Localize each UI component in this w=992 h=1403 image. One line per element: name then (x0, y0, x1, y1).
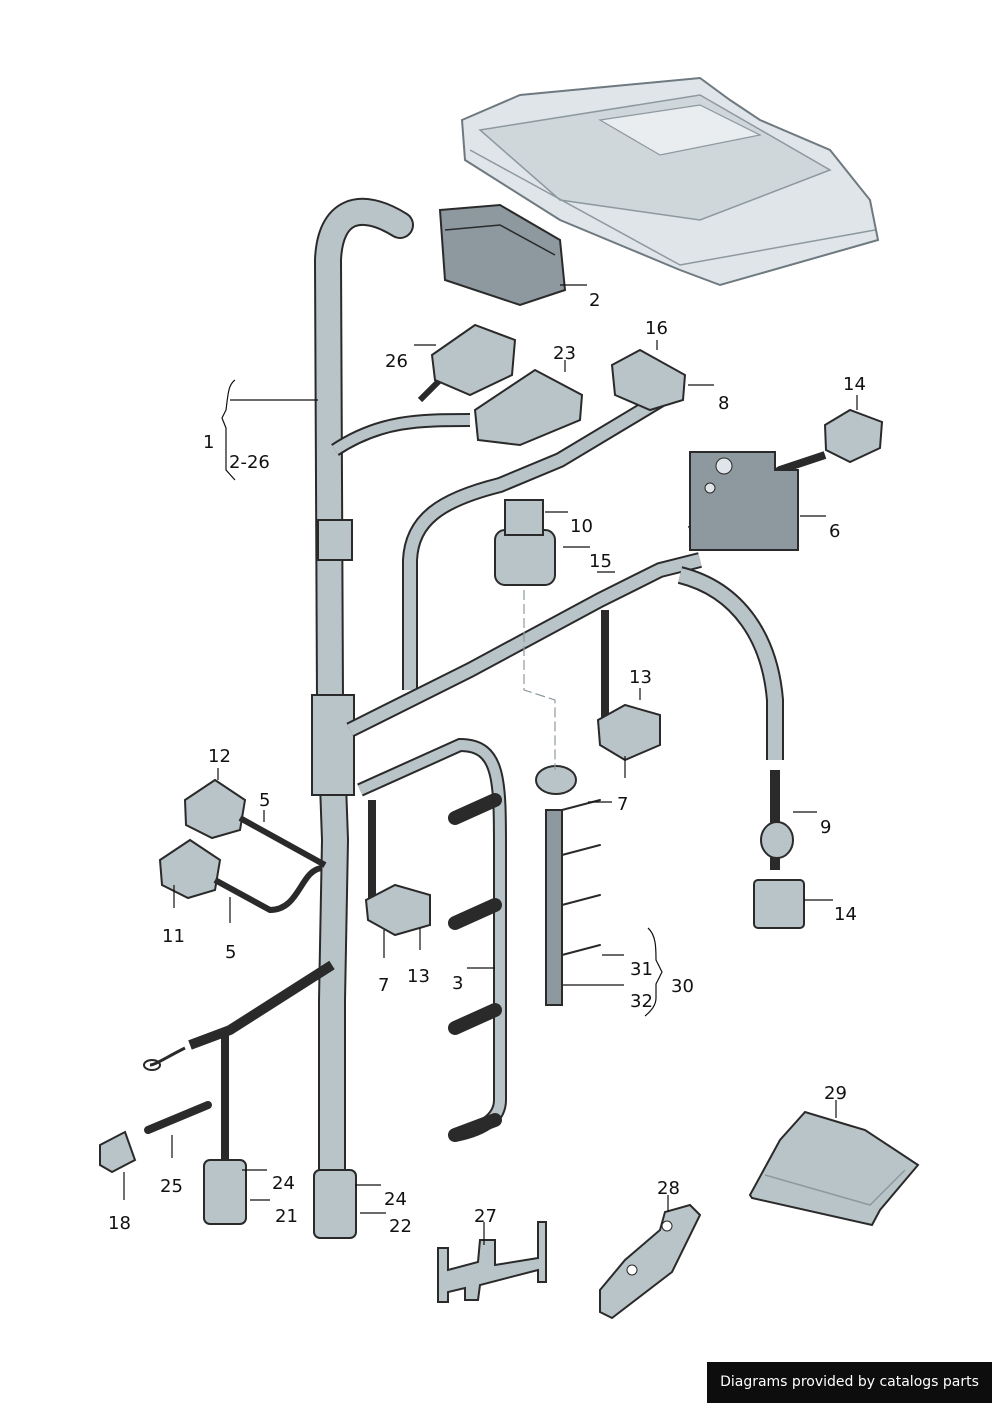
label-27: 27 (474, 1206, 497, 1227)
label-8: 8 (718, 393, 729, 414)
label-22: 22 (389, 1216, 412, 1237)
bracket-28 (599, 1203, 702, 1320)
leader-lines (123, 284, 858, 1245)
label-2-26: 2-26 (229, 452, 270, 473)
label-13-upper: 13 (629, 667, 652, 688)
label-24-left: 24 (272, 1173, 295, 1194)
label-2: 2 (589, 290, 600, 311)
connector-2 (438, 203, 567, 307)
sensor-9 (760, 770, 794, 870)
connector-21 (203, 1159, 247, 1225)
sensor-rail-30 (523, 590, 601, 1006)
label-14-lower: 14 (834, 904, 857, 925)
label-13-lower: 13 (407, 966, 430, 987)
label-15: 15 (589, 551, 612, 572)
branch-lower-left (143, 960, 335, 1160)
connector-14-lower (753, 879, 805, 929)
connector-14-upper (823, 408, 884, 464)
label-14-upper: 14 (843, 374, 866, 395)
label-9: 9 (820, 817, 831, 838)
callout-labels: 2 1 2-26 26 23 16 8 14 6 10 15 13 7 9 14… (108, 290, 866, 1237)
connector-23 (473, 368, 584, 447)
credit-footer: Diagrams provided by catalogs parts (707, 1362, 992, 1403)
connector-22 (313, 1169, 357, 1239)
label-16: 16 (645, 318, 668, 339)
label-24-right: 24 (384, 1189, 407, 1210)
label-10: 10 (570, 516, 593, 537)
label-1: 1 (203, 432, 214, 453)
label-12: 12 (208, 746, 231, 767)
grommet-25 (144, 1101, 212, 1134)
label-5-upper: 5 (259, 790, 270, 811)
cover-29 (748, 1110, 920, 1227)
label-31: 31 (630, 959, 653, 980)
label-6: 6 (829, 521, 840, 542)
connector-13-lower (364, 800, 431, 937)
branch-right-upper (346, 393, 827, 760)
injector-harness-3 (357, 737, 507, 1142)
label-18: 18 (108, 1213, 131, 1234)
part-18 (99, 1130, 137, 1174)
label-28: 28 (657, 1178, 680, 1199)
connector-12 (183, 778, 327, 868)
label-29: 29 (824, 1083, 847, 1104)
fitting-10 (494, 499, 556, 586)
label-11: 11 (162, 926, 185, 947)
label-7-right: 7 (617, 794, 628, 815)
connector-26 (430, 323, 517, 397)
label-25: 25 (160, 1176, 183, 1197)
label-5-lower: 5 (225, 942, 236, 963)
label-21: 21 (275, 1206, 298, 1227)
label-23: 23 (553, 343, 576, 364)
connector-13-upper (596, 610, 661, 762)
bracket-plate-6 (689, 451, 799, 551)
bracket-27 (437, 1221, 547, 1303)
main-harness-trunk (311, 197, 414, 1184)
connector-11 (158, 838, 323, 914)
label-3: 3 (452, 973, 463, 994)
branch-sensors-26-23 (331, 377, 471, 456)
connector-16 (610, 348, 687, 412)
label-32: 32 (630, 991, 653, 1012)
engine-control-unit (460, 76, 880, 287)
label-7-lower: 7 (378, 975, 389, 996)
label-26: 26 (385, 351, 408, 372)
label-30: 30 (671, 976, 694, 997)
